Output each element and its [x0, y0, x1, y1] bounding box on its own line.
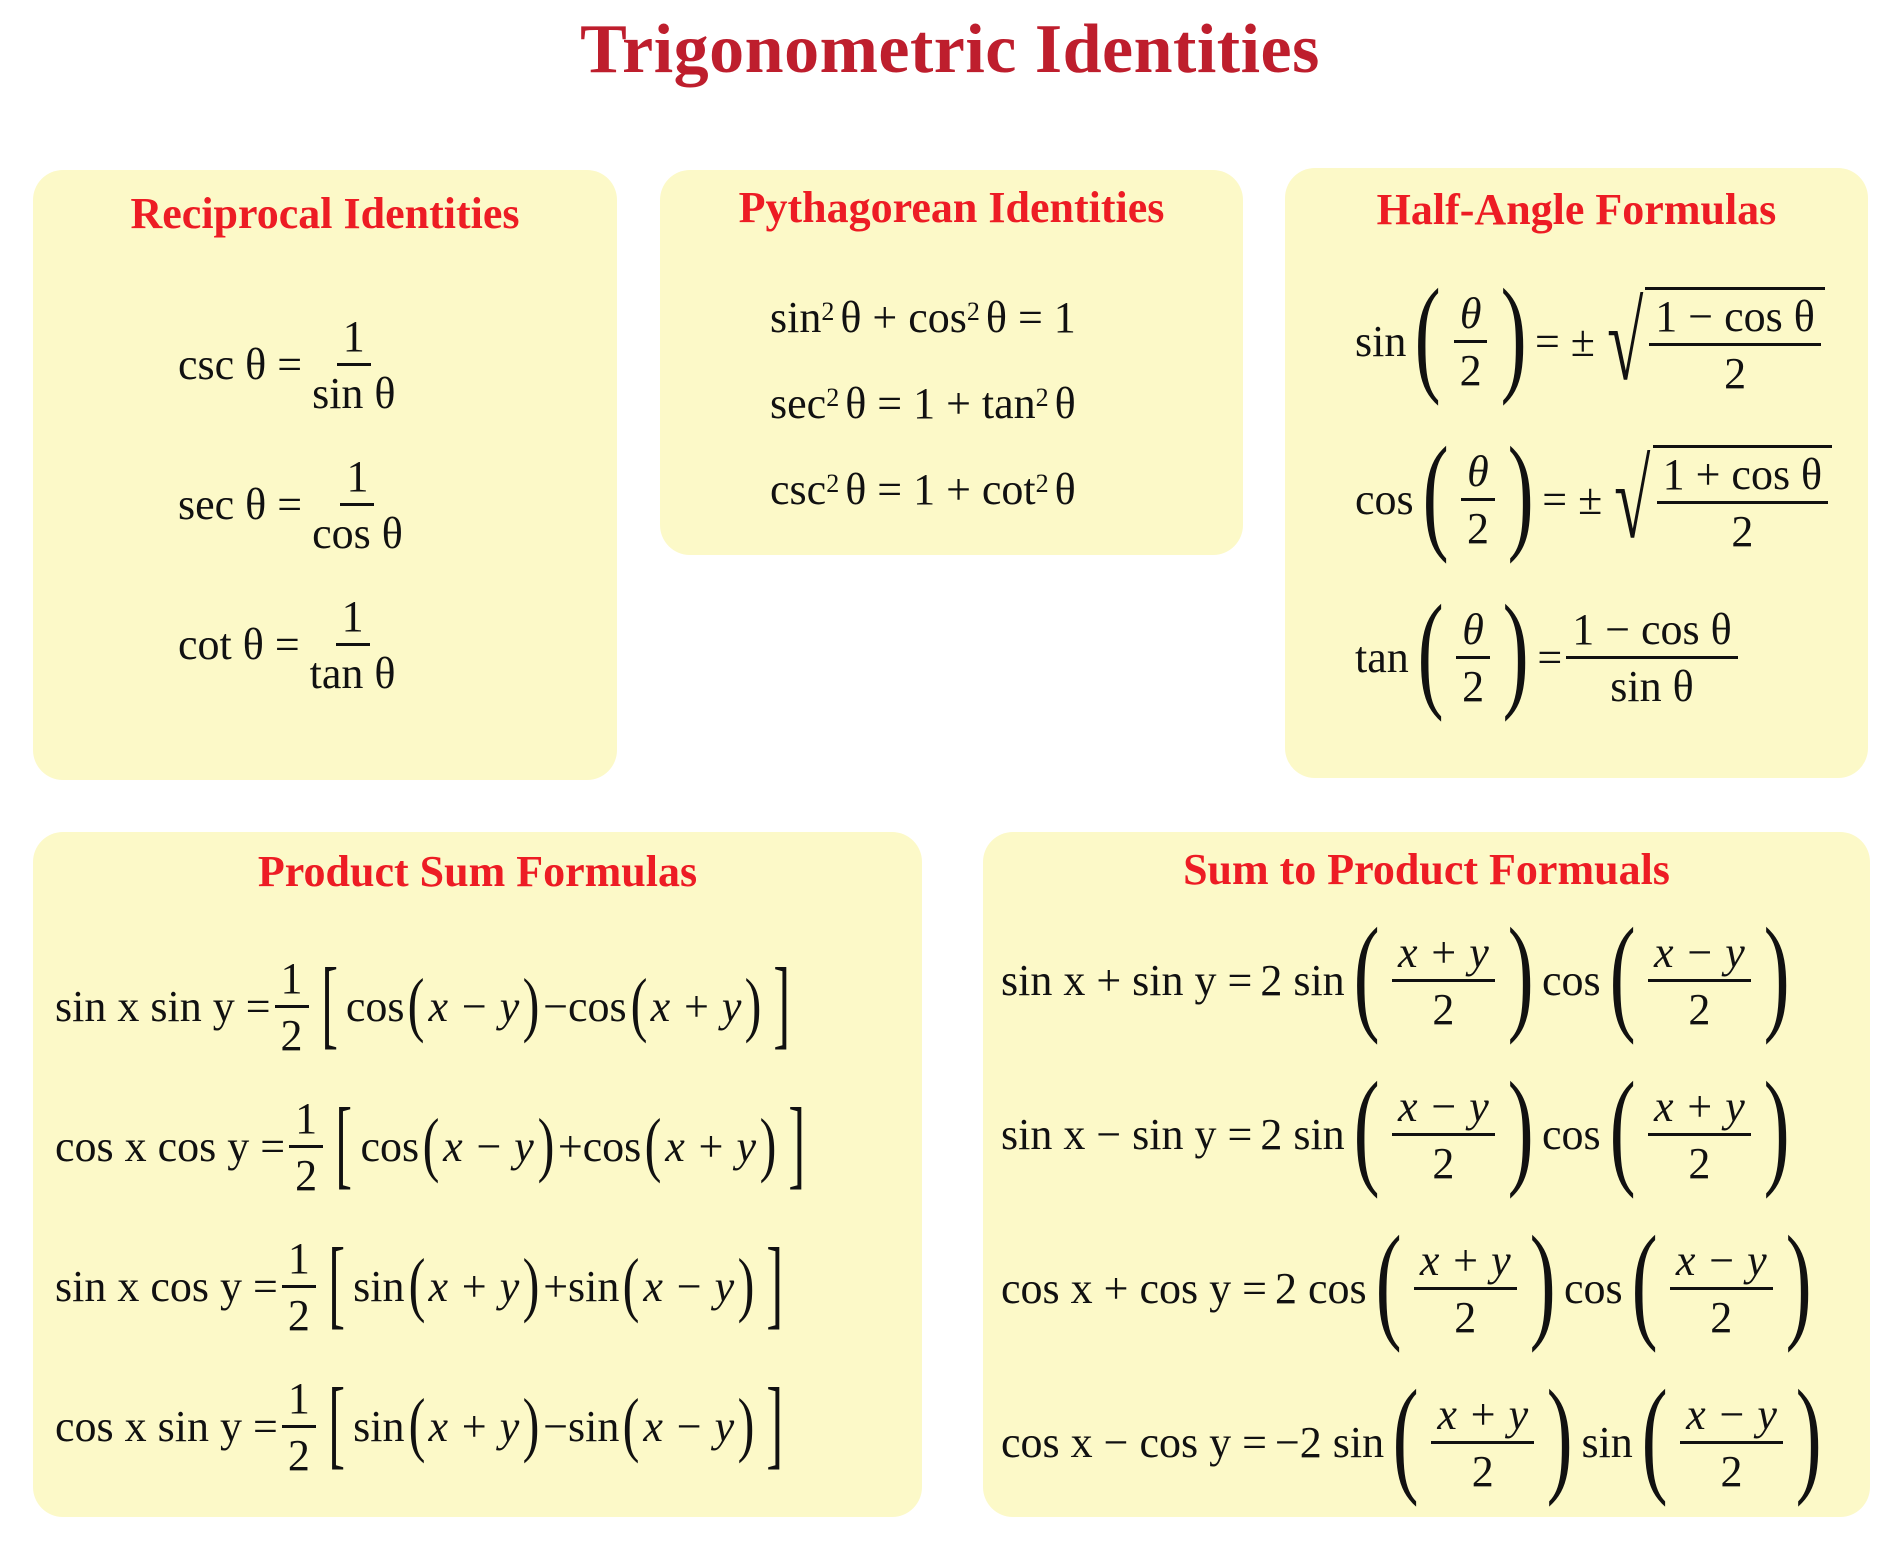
section-heading: Reciprocal Identities: [130, 189, 520, 238]
section-heading: Half-Angle Formulas: [1376, 185, 1777, 234]
right-paren: ): [1502, 579, 1529, 723]
right-paren: ): [1507, 421, 1534, 565]
sum-to-product-formulas-card: Sum to Product Formuals sin x + sin y = …: [983, 832, 1870, 1517]
page-title: Trigonometric Identities: [580, 11, 1320, 88]
section-heading: Sum to Product Formuals: [1183, 845, 1670, 894]
equation-lhs: cot θ =: [178, 620, 300, 669]
left-paren: (: [1422, 421, 1449, 565]
right-paren: ): [1500, 263, 1527, 407]
left-paren: (: [1417, 579, 1444, 723]
left-paren: (: [1415, 263, 1441, 407]
radical-icon: √: [1606, 281, 1644, 403]
equation-lhs: csc θ =: [178, 340, 303, 389]
section-heading: Product Sum Formulas: [257, 847, 698, 896]
equation-lhs: sec θ =: [178, 480, 303, 529]
radical-icon: √: [1614, 439, 1651, 561]
section-heading: Pythagorean Identities: [738, 183, 1165, 232]
